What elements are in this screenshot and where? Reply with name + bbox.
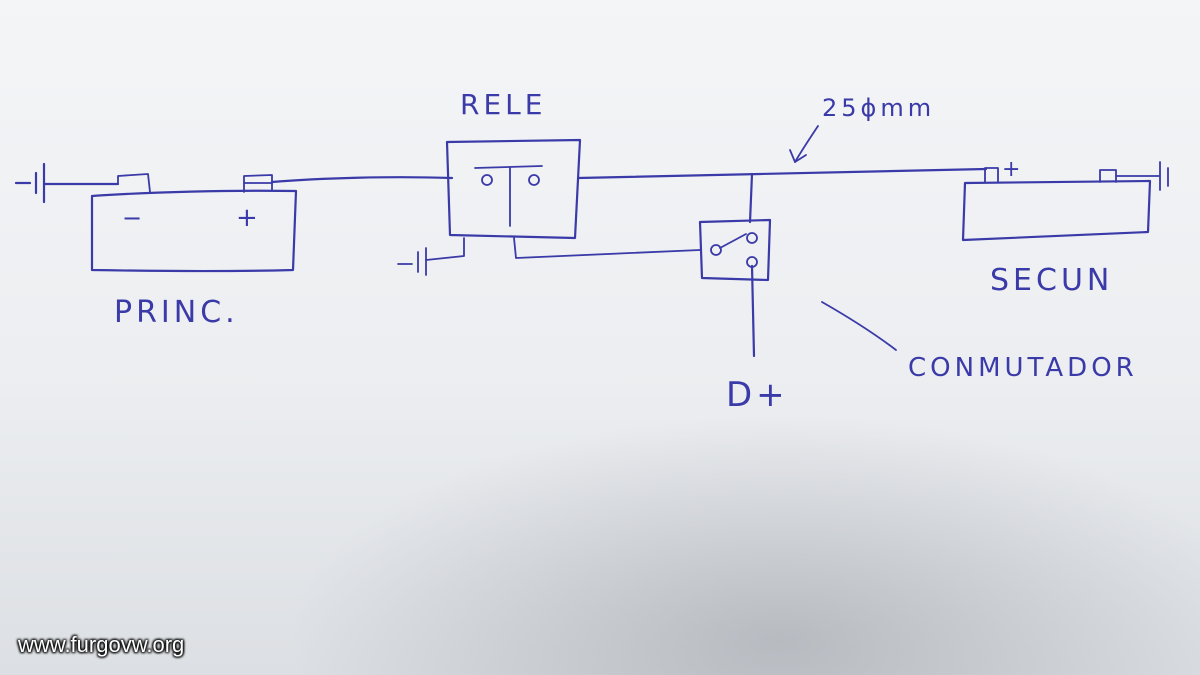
switch-pointer-line: [821, 301, 897, 351]
wire-junction-to-switch: [748, 172, 754, 224]
ground-symbol-main: [14, 162, 120, 204]
secondary-battery-positive-label: +: [1002, 157, 1024, 182]
relay: [397, 138, 701, 276]
relay-label: RELE: [460, 88, 546, 121]
dplus-label: D+: [726, 375, 789, 415]
switch-commutator: [698, 218, 772, 358]
wire-main-to-relay: [270, 176, 454, 184]
watermark: www.furgovw.org: [18, 632, 185, 657]
main-battery-positive-label: +: [236, 203, 262, 233]
secondary-battery: [961, 161, 1169, 242]
secondary-battery-label: SECUN: [990, 263, 1113, 298]
wire-relay-to-secondary: [576, 167, 988, 180]
cable-size-label: 25ϕmm: [822, 94, 935, 122]
switch-label: CONMUTADOR: [908, 353, 1138, 383]
main-battery-label: PRINC.: [114, 295, 239, 330]
main-battery-negative-label: −: [122, 204, 146, 232]
cable-size-arrow: [794, 125, 819, 163]
